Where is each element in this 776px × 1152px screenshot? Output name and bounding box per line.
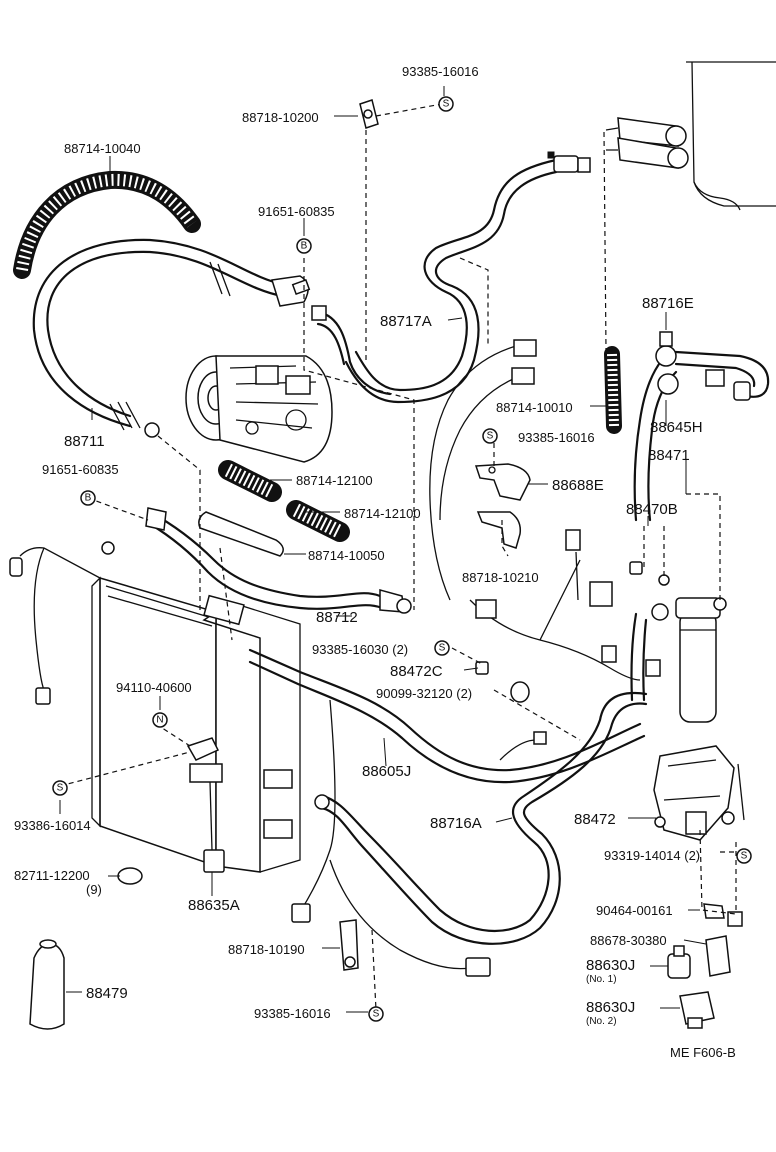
- label-93319-14014: 93319-14014 (2): [604, 848, 700, 863]
- label-88472C: 88472C: [390, 663, 443, 680]
- label-88718-10190: 88718-10190: [228, 942, 305, 957]
- bracket-88718-10200: [359, 99, 379, 129]
- label-88630J-no2-sub: (No. 2): [586, 1016, 617, 1027]
- hose-protector-88714-10010: [604, 346, 622, 434]
- label-82711-qty: (9): [86, 882, 102, 897]
- label-88630J-no1-sub: (No. 1): [586, 974, 617, 985]
- symbol-b-left: B: [80, 490, 96, 506]
- symbol-s-left: S: [52, 780, 68, 796]
- clamp-88718-10210: [476, 511, 522, 549]
- hose-protector-88714-12100-b: [286, 500, 350, 542]
- symbol-s-center: S: [434, 640, 450, 656]
- label-88714-12100-b: 88714-12100: [344, 506, 421, 521]
- label-93385-16016-mid: 93385-16016: [518, 430, 595, 445]
- label-88718-10210: 88718-10210: [462, 570, 539, 585]
- label-88479: 88479: [86, 985, 128, 1002]
- svg-text:N: N: [156, 715, 163, 726]
- hose-88712: [145, 507, 412, 614]
- ac-compressor: [185, 355, 333, 463]
- svg-text:S: S: [439, 643, 446, 654]
- evaporator-pipe-connector: [605, 117, 689, 169]
- label-88718-10200: 88718-10200: [242, 110, 319, 125]
- label-leader-lines: [59, 86, 707, 1013]
- hose-88716A: [314, 692, 648, 945]
- pipe-88716E: [633, 331, 770, 522]
- oring-90099-32120: [510, 681, 530, 703]
- cover-88678-30380: [705, 935, 731, 977]
- hose-88717A: [344, 151, 591, 404]
- label-88472: 88472: [574, 811, 616, 828]
- svg-text:B: B: [301, 241, 308, 252]
- label-88714-12100-a: 88714-12100: [296, 473, 373, 488]
- bracket-88688E: [474, 463, 531, 501]
- label-90099-32120: 90099-32120 (2): [376, 686, 472, 701]
- label-88716E: 88716E: [642, 295, 694, 312]
- cap-90464-00161: [703, 903, 743, 927]
- label-88716A: 88716A: [430, 815, 482, 832]
- bracket-88718-10190: [339, 919, 359, 971]
- label-88630J-no1: 88630J: [586, 957, 635, 974]
- svg-text:B: B: [85, 493, 92, 504]
- svg-text:S: S: [741, 851, 748, 862]
- label-88470B: 88470B: [626, 501, 678, 518]
- label-91651-60835-top: 91651-60835: [258, 204, 335, 219]
- label-88471: 88471: [648, 447, 690, 464]
- pressure-switch-wire: [291, 699, 491, 977]
- label-88605J: 88605J: [362, 763, 411, 780]
- hose-88605J: [248, 648, 646, 784]
- expansion-valve-88472: [653, 745, 745, 841]
- part-labels: 93385-16016 88718-10200 88714-10040 9165…: [14, 64, 736, 1060]
- label-93386-16014: 93386-16014: [14, 818, 91, 833]
- body-panel-outline: [686, 61, 776, 211]
- bolt-88470B: [629, 561, 670, 586]
- diagram-reference-code: ME F606-B: [670, 1045, 736, 1060]
- label-93385-16030: 93385-16030 (2): [312, 642, 408, 657]
- label-94110-40600: 94110-40600: [116, 680, 192, 695]
- label-88717A: 88717A: [380, 313, 432, 330]
- label-88712: 88712: [316, 609, 358, 626]
- svg-text:S: S: [443, 99, 450, 110]
- clip-82711-12200: [117, 867, 143, 885]
- pressure-switch-no2: [679, 991, 715, 1029]
- symbol-s-mid: S: [482, 428, 498, 444]
- wire-harness: [429, 339, 661, 761]
- hose-protector-88714-10050: [198, 511, 284, 557]
- label-88645H: 88645H: [650, 419, 703, 436]
- symbol-s-right: S: [736, 848, 752, 864]
- symbol-s-top: S: [438, 96, 454, 112]
- label-88714-10050: 88714-10050: [308, 548, 385, 563]
- svg-text:S: S: [487, 431, 494, 442]
- label-88714-10010: 88714-10010: [496, 400, 573, 415]
- label-88678-30380: 88678-30380: [590, 933, 667, 948]
- pressure-switch-no1: [667, 945, 691, 979]
- install-guide-lines: [59, 103, 737, 1011]
- receiver-drier-88471: [630, 597, 727, 723]
- label-88711: 88711: [64, 433, 105, 450]
- svg-text:S: S: [57, 783, 64, 794]
- label-93385-16016-bot: 93385-16016: [254, 1006, 331, 1021]
- label-88714-10040: 88714-10040: [64, 141, 141, 156]
- compressor-oil-can-88479: [29, 939, 65, 1030]
- symbol-b-top: B: [296, 238, 312, 254]
- label-82711-12200: 82711-12200: [14, 868, 90, 883]
- relay-88635A: [186, 737, 225, 873]
- label-88635A: 88635A: [188, 897, 240, 914]
- symbol-n: N: [152, 712, 168, 728]
- label-93385-16016-top: 93385-16016: [402, 64, 479, 79]
- label-91651-60835-left: 91651-60835: [42, 462, 119, 477]
- hose-protector-88714-12100-a: [218, 460, 282, 502]
- label-88630J-no2: 88630J: [586, 999, 635, 1016]
- symbol-s-bottom: S: [368, 1006, 384, 1022]
- hose-88711: [32, 238, 311, 438]
- label-90464-00161: 90464-00161: [596, 903, 673, 918]
- svg-text:S: S: [373, 1009, 380, 1020]
- label-88688E: 88688E: [552, 477, 604, 494]
